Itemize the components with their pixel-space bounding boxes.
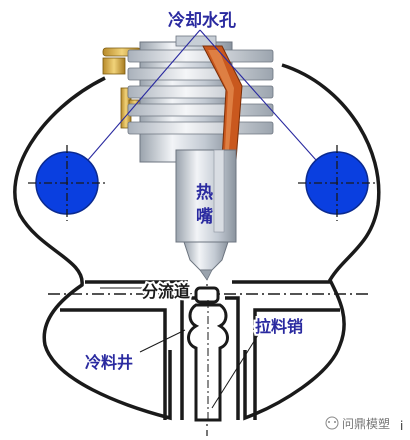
- watermark: 问鼎模塑: [325, 416, 390, 431]
- cooling-hole-left: [28, 145, 106, 221]
- nozzle-barrel: [175, 149, 237, 243]
- left-runner-block: [180, 296, 195, 420]
- mold-right-wall: [243, 63, 381, 421]
- cold-well-leader: [139, 329, 186, 353]
- label-hot-nozzle-1: 热: [196, 182, 213, 203]
- left-lower-plate: [60, 308, 167, 420]
- label-puller-pin: 拉料销: [255, 317, 303, 336]
- mold-outline: [13, 63, 381, 421]
- sprue-opening: [194, 286, 220, 304]
- label-cold-well: 冷料井: [85, 353, 133, 372]
- puller-pin-leader: [211, 334, 259, 409]
- label-runner: 分流道: [142, 282, 190, 301]
- right-lower-plate: [253, 308, 340, 420]
- runner-plates: [60, 280, 340, 420]
- cold-slug-well: [187, 286, 229, 422]
- wechat-icon: [325, 416, 339, 430]
- hot-nozzle: [102, 35, 274, 281]
- cooling-leader-lines: [87, 29, 317, 161]
- right-runner-block: [225, 296, 240, 420]
- cooling-hole-right: [298, 145, 376, 221]
- label-cooling-holes: 冷却水孔: [168, 10, 236, 31]
- puller-pin-body: [187, 303, 229, 422]
- mold-left-wall: [13, 76, 172, 421]
- corner-mark: i: [400, 419, 403, 433]
- watermark-text: 问鼎模塑: [342, 416, 390, 431]
- nozzle-tip: [183, 241, 229, 271]
- label-hot-nozzle-2: 嘴: [196, 207, 213, 227]
